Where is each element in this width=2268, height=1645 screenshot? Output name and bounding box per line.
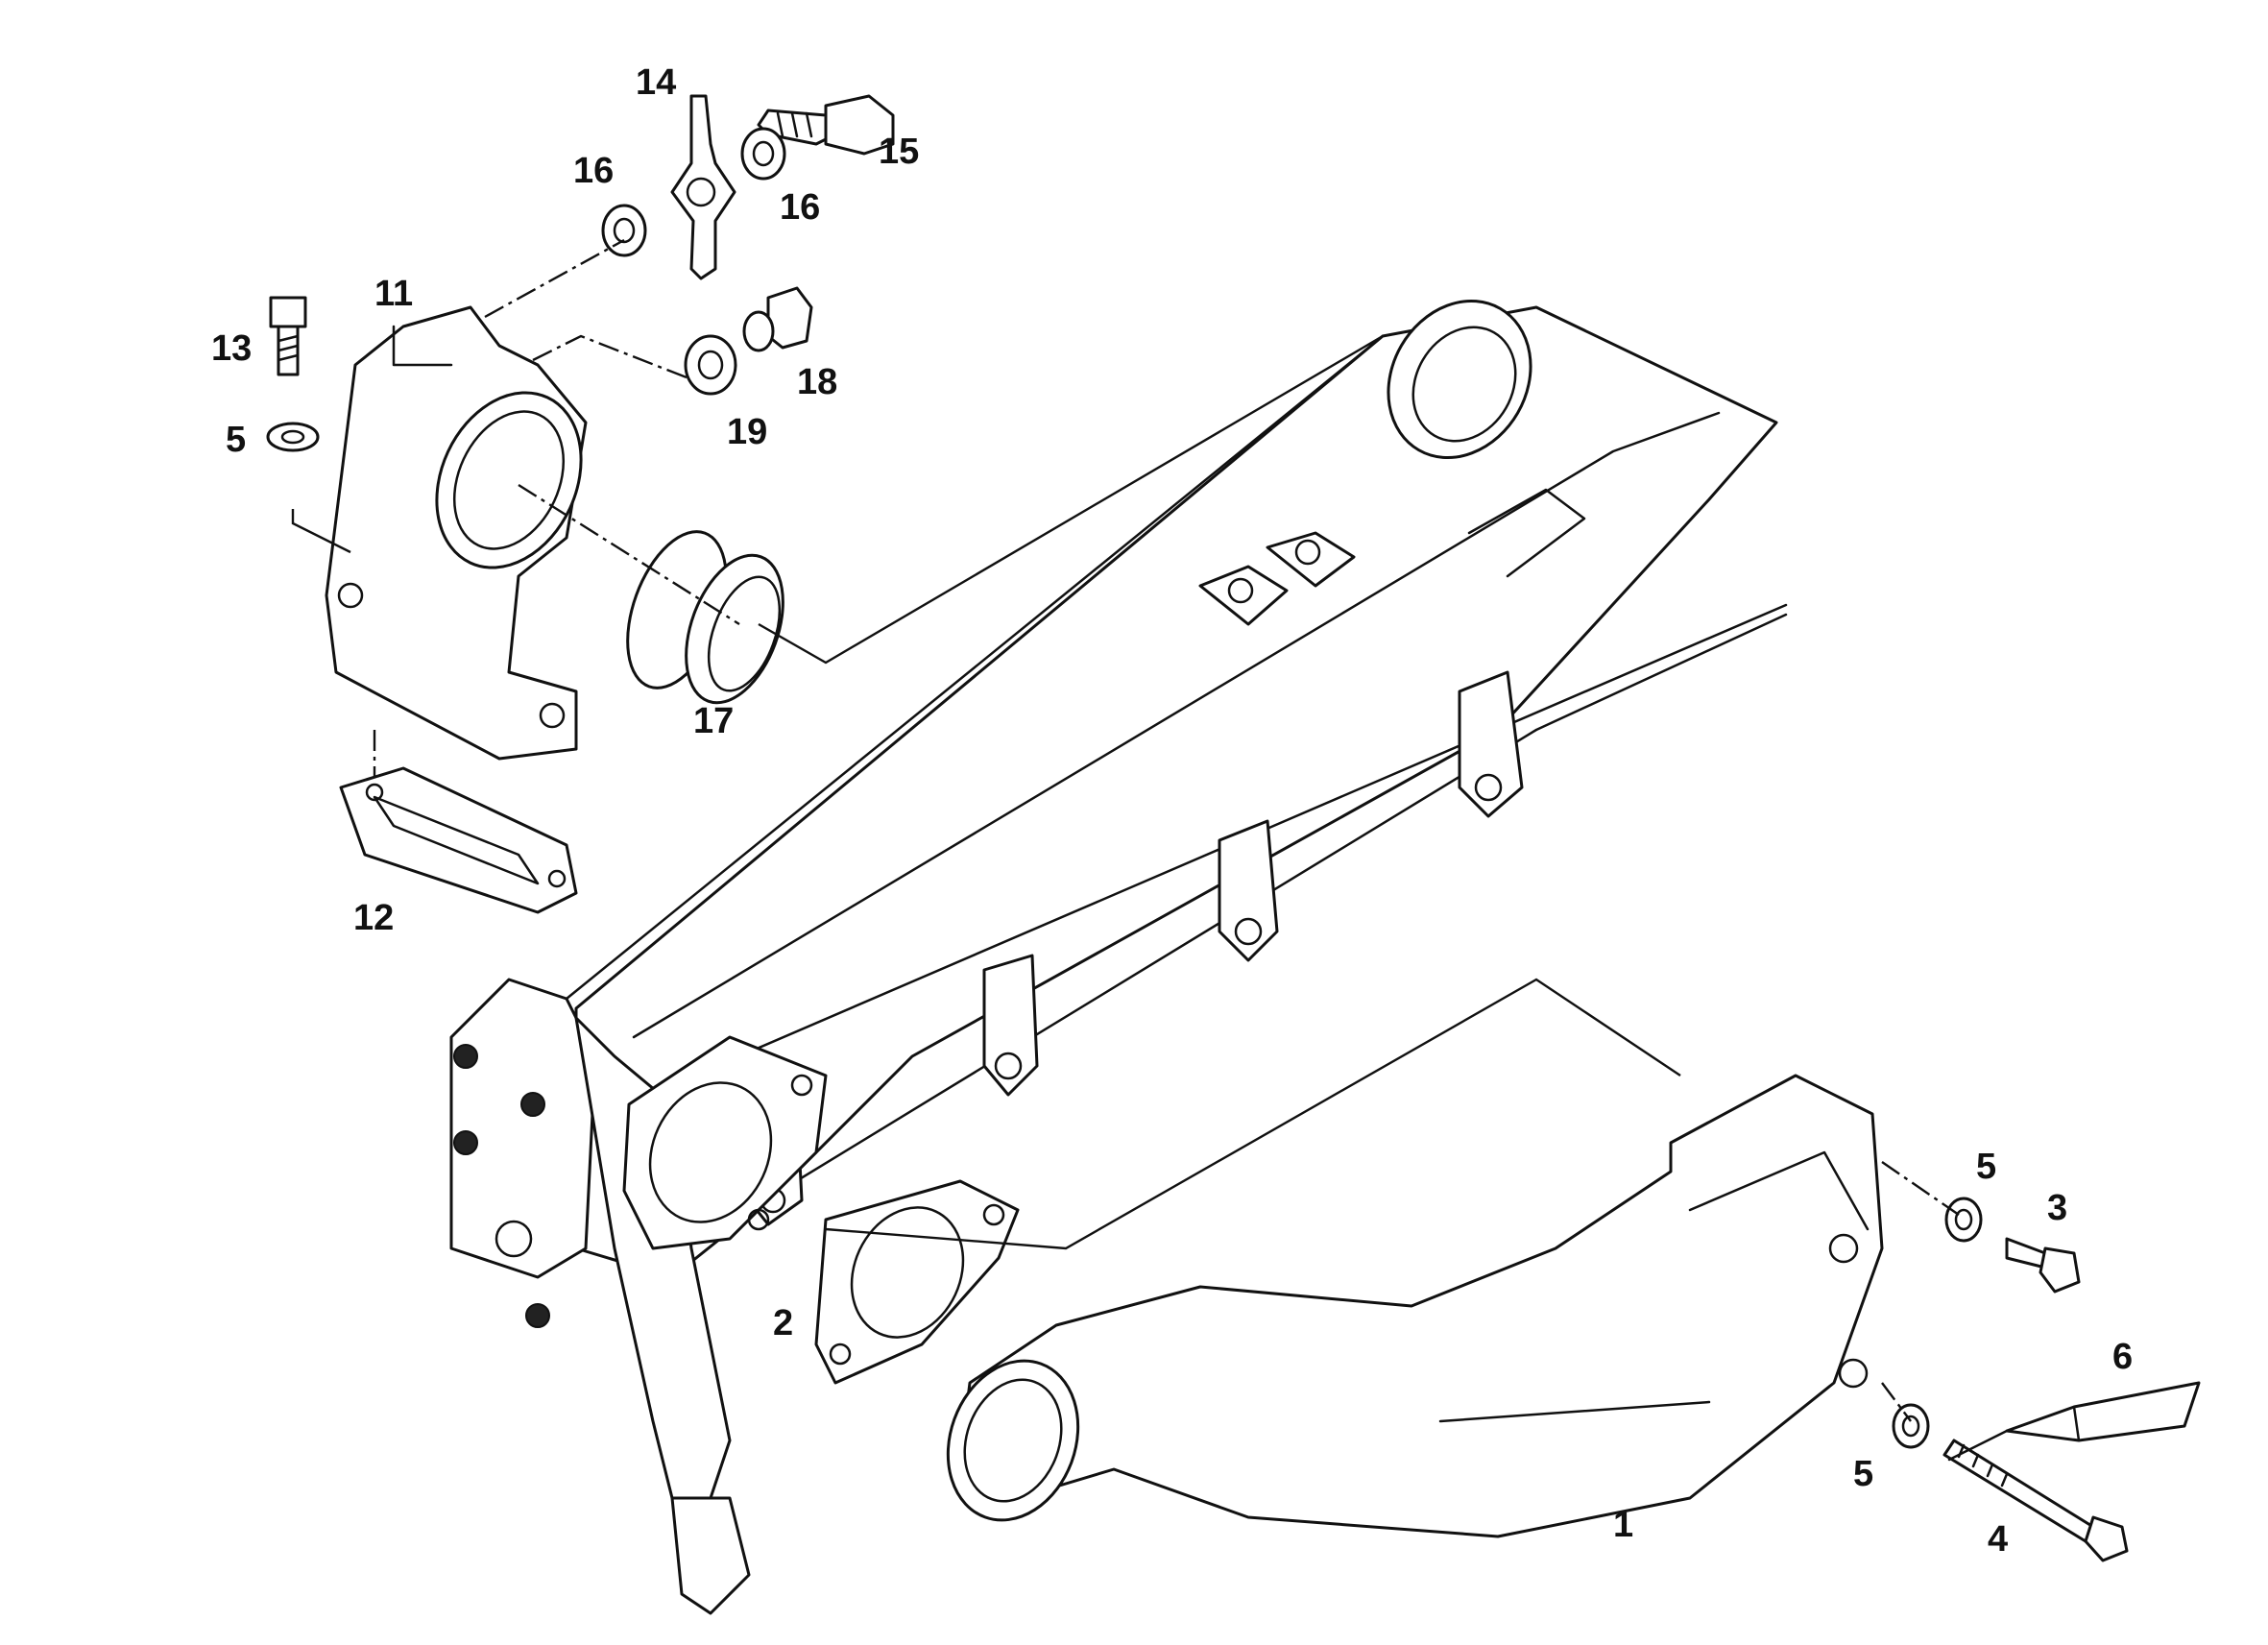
- callout-17: 17: [693, 701, 734, 741]
- callout-16-right: 16: [780, 187, 820, 228]
- callout-6: 6: [2112, 1337, 2133, 1377]
- manifold: [449, 299, 1788, 1615]
- callout-3: 3: [2047, 1188, 2067, 1228]
- callout-18: 18: [797, 362, 837, 402]
- gasket-12: [339, 766, 578, 914]
- callout-5-top: 5: [226, 420, 246, 460]
- washer-5-right-lower: [1892, 1403, 1930, 1449]
- elbow-pipe-1: [946, 1074, 1884, 1538]
- callout-11: 11: [374, 274, 413, 314]
- callout-4: 4: [1988, 1519, 2008, 1560]
- callout-2: 2: [773, 1303, 793, 1343]
- washer-19: [684, 334, 737, 396]
- plug-18: [742, 286, 813, 352]
- bolt-13: [269, 296, 307, 376]
- leader-lines: [291, 238, 1960, 1422]
- callout-15: 15: [879, 132, 919, 172]
- callout-12: 12: [353, 898, 394, 938]
- bolt-4: [1942, 1439, 2129, 1562]
- callout-5-right-lower: 5: [1853, 1454, 1873, 1494]
- callout-19: 19: [727, 412, 767, 452]
- washer-16-right: [740, 127, 786, 181]
- banjo-fitting-14: [670, 94, 736, 280]
- washer-5-top: [266, 422, 320, 452]
- callout-5-right-upper: 5: [1976, 1147, 1996, 1187]
- sealant-tube-6: [1947, 1381, 2201, 1462]
- hose-nipple-17: [626, 530, 784, 705]
- callout-labels: 1 2 3 4 5 5 5 6 11 12 13 14 15 16 16 17 …: [211, 62, 2133, 1560]
- callout-1: 1: [1613, 1505, 1633, 1545]
- washer-5-right-upper: [1944, 1197, 1983, 1243]
- callout-14: 14: [636, 62, 676, 103]
- gasket-2: [814, 1179, 1020, 1385]
- bolt-3: [2005, 1237, 2081, 1294]
- callout-16-left: 16: [573, 151, 614, 191]
- callout-13: 13: [211, 328, 252, 369]
- outlet-housing-11: [325, 305, 588, 761]
- washer-16-left: [601, 204, 647, 257]
